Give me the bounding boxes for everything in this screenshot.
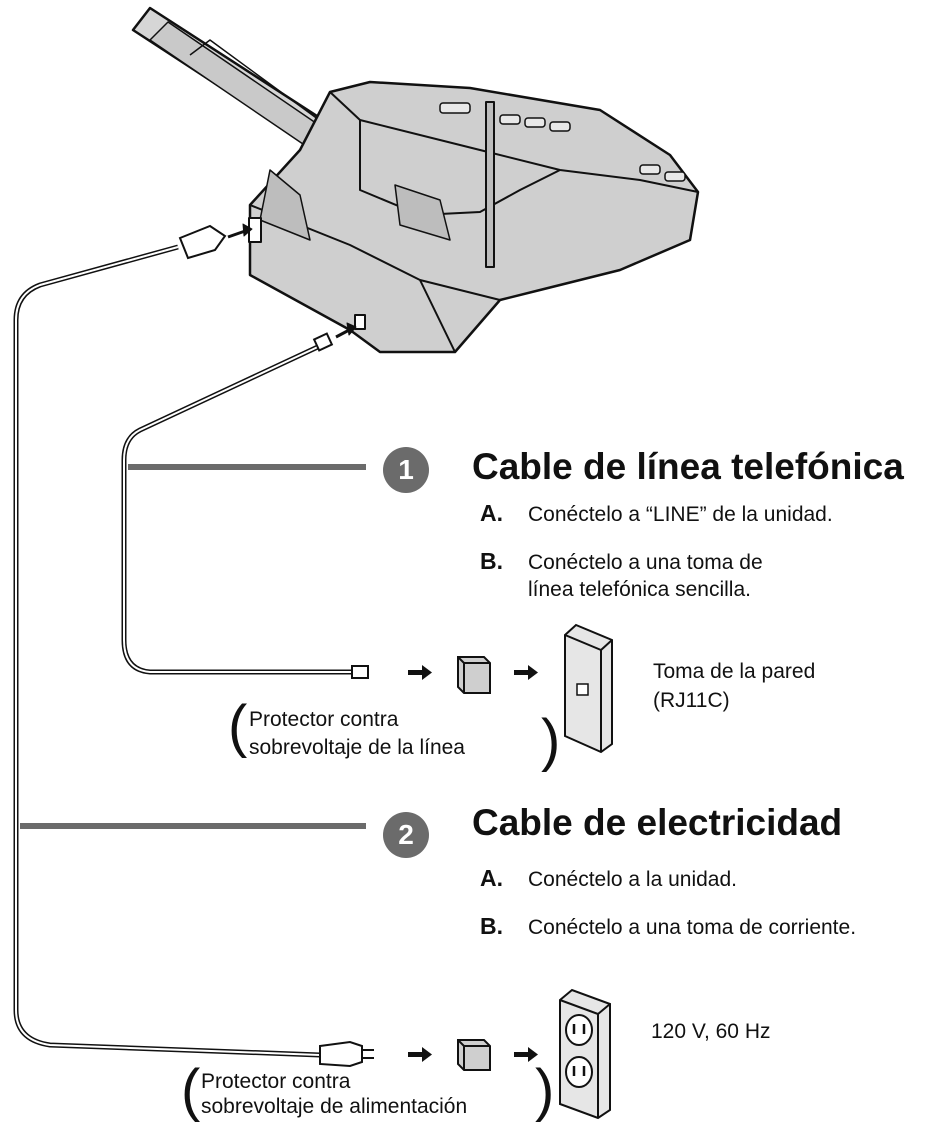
phone-outlet-label-2: (RJ11C) — [653, 689, 730, 712]
power-cable — [13, 224, 374, 1068]
phone-protector-label-2: sobrevoltaje de la línea — [249, 736, 465, 759]
step-letter: A. — [480, 865, 503, 891]
power-arrow-1 — [408, 1047, 432, 1062]
right-paren: ) — [541, 708, 561, 773]
power-surge-protector-box — [457, 1039, 491, 1071]
right-paren: ) — [535, 1058, 555, 1123]
fax-machine-illustration — [131, 6, 700, 354]
power-outlet-label: 120 V, 60 Hz — [651, 1020, 771, 1043]
step-text: Conéctelo a “LINE” de la unidad. — [528, 503, 833, 526]
fax-body — [248, 80, 700, 354]
callout-bar-2 — [20, 823, 366, 829]
step-1b-continued: línea telefónica sencilla. — [528, 578, 751, 601]
left-paren: ( — [228, 694, 248, 759]
step-text: Conéctelo a una toma de — [528, 551, 763, 574]
phone-outlet-label-1: Toma de la pared — [653, 660, 816, 683]
step-text: Conéctelo a una toma de corriente. — [528, 916, 857, 939]
power-protector-label-2: sobrevoltaje de alimentación — [201, 1095, 468, 1118]
control-panel — [439, 102, 686, 182]
power-plug-bottom — [319, 1040, 374, 1068]
power-plug-top — [178, 224, 227, 260]
phone-arrow-1 — [408, 665, 432, 680]
phone-protector-label-1: Protector contra — [249, 708, 399, 731]
antenna — [485, 101, 495, 268]
step-2a: A. Conéctelo a la unidad. — [480, 865, 737, 892]
step-number-badge-1: 1 — [383, 447, 429, 493]
power-protector-label-1: Protector contra — [201, 1070, 351, 1093]
section-title-power-cable: Cable de electricidad — [472, 802, 843, 843]
phone-plug-end — [312, 332, 334, 352]
step-1b: B. Conéctelo a una toma de — [480, 548, 763, 575]
section-title-phone-cable: Cable de línea telefónica — [472, 446, 904, 487]
step-text: Conéctelo a la unidad. — [528, 868, 737, 891]
left-paren: ( — [181, 1058, 201, 1123]
power-outlet — [559, 988, 611, 1120]
callout-bar-1 — [128, 464, 366, 470]
step-1a: A. Conéctelo a “LINE” de la unidad. — [480, 500, 833, 527]
phone-wall-jack — [564, 623, 613, 754]
step-2b: B. Conéctelo a una toma de corriente. — [480, 913, 856, 940]
step-letter: A. — [480, 500, 503, 526]
phone-arrow-2 — [514, 665, 538, 680]
step-number-badge-2: 2 — [383, 812, 429, 858]
power-arrow-2 — [514, 1047, 538, 1062]
step-letter: B. — [480, 913, 503, 939]
line-jack — [354, 314, 366, 330]
phone-surge-protector-box — [457, 656, 491, 694]
telephone-line-cable — [121, 332, 369, 679]
phone-plug-bottom — [351, 665, 369, 679]
step-letter: B. — [480, 548, 503, 574]
